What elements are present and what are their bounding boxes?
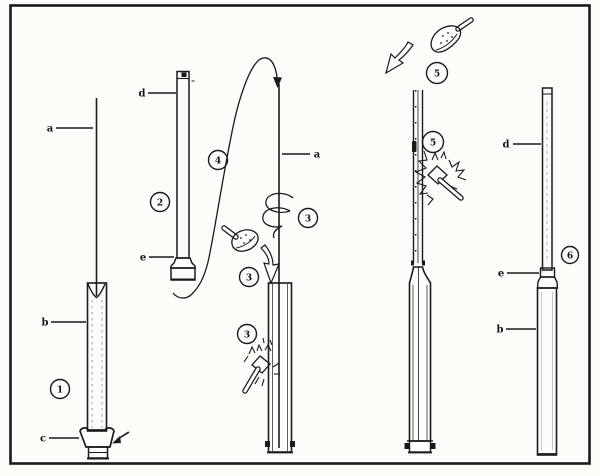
gravel-filled-tube: [267, 282, 293, 453]
step-6-panel: d 6 e b: [497, 87, 580, 456]
label-a: a: [314, 150, 321, 161]
step-2-panel: d 2 e: [139, 70, 196, 281]
insert-arc-arrow-icon: [172, 57, 282, 299]
tube-foot-tab: [265, 441, 270, 447]
base-plug-c: [79, 427, 115, 448]
step-badge-5: [425, 61, 449, 85]
tube-b: [536, 287, 558, 456]
hammer-icon: [427, 165, 464, 201]
step-5-panel: 5 5: [385, 17, 474, 454]
label-b: b: [42, 318, 49, 329]
hammer-icon: [242, 355, 271, 394]
step-badge-3: [238, 266, 260, 288]
tube-d: [541, 87, 553, 271]
step-number-3: 3: [246, 274, 252, 284]
step-number-3: 3: [244, 331, 250, 341]
tamp-pointer-arrow-icon: [112, 431, 130, 444]
scoop-trowel-icon: [221, 225, 259, 252]
tube-b-funnel-mouth: [87, 283, 106, 299]
step-1-panel: a b 1 c: [40, 98, 130, 460]
step-number-4: 4: [215, 157, 221, 167]
tube-foot: [408, 440, 432, 453]
label-b: b: [497, 325, 504, 336]
fill-level-mark: [412, 141, 417, 152]
step-number-1: 1: [57, 386, 63, 396]
label-e: e: [140, 253, 146, 264]
impact-burst-icon: [414, 150, 467, 206]
tube-foot-tab: [404, 443, 410, 449]
step-badge-3: [297, 207, 319, 229]
step-badge-4: [207, 149, 229, 171]
twist-coil-icon: [262, 192, 294, 239]
tube-d: [176, 70, 190, 259]
tube-foot-tab: [430, 443, 436, 449]
label-c: c: [40, 434, 46, 445]
label-e: e: [498, 269, 504, 280]
step-number-5: 5: [434, 70, 440, 80]
step-number-6: 6: [567, 252, 573, 262]
label-a: a: [47, 124, 54, 135]
scoop-trowel-icon: [430, 17, 474, 53]
step-badge-2: [149, 191, 171, 213]
tube-d-foot-cylinder: [170, 267, 196, 281]
step-badge-3: [236, 323, 258, 345]
step-number-2: 2: [157, 199, 163, 209]
label-d: d: [503, 140, 510, 151]
tube-foot-tab: [290, 441, 295, 447]
step-number-5: 5: [430, 139, 436, 149]
step-badge-1: [49, 378, 71, 400]
step-badge-5: [421, 130, 445, 154]
step-number-3: 3: [305, 215, 311, 225]
pour-arrow-outline-icon: [385, 41, 414, 75]
step-badge-6: [560, 245, 580, 265]
impact-burst-icon: [243, 337, 280, 387]
pour-arrow-outline-icon: [260, 244, 280, 285]
tube-d-cap-notch: [181, 72, 187, 77]
tube-b: [86, 282, 108, 432]
label-d: d: [139, 89, 146, 100]
joint-nub: [411, 260, 414, 266]
figure-border: [9, 4, 591, 465]
joint-nub: [422, 260, 425, 266]
tube-d-flared-foot: [170, 257, 196, 269]
joint-collar-flare: [536, 276, 559, 289]
step-3-panel: a 3 3 3: [221, 84, 321, 454]
